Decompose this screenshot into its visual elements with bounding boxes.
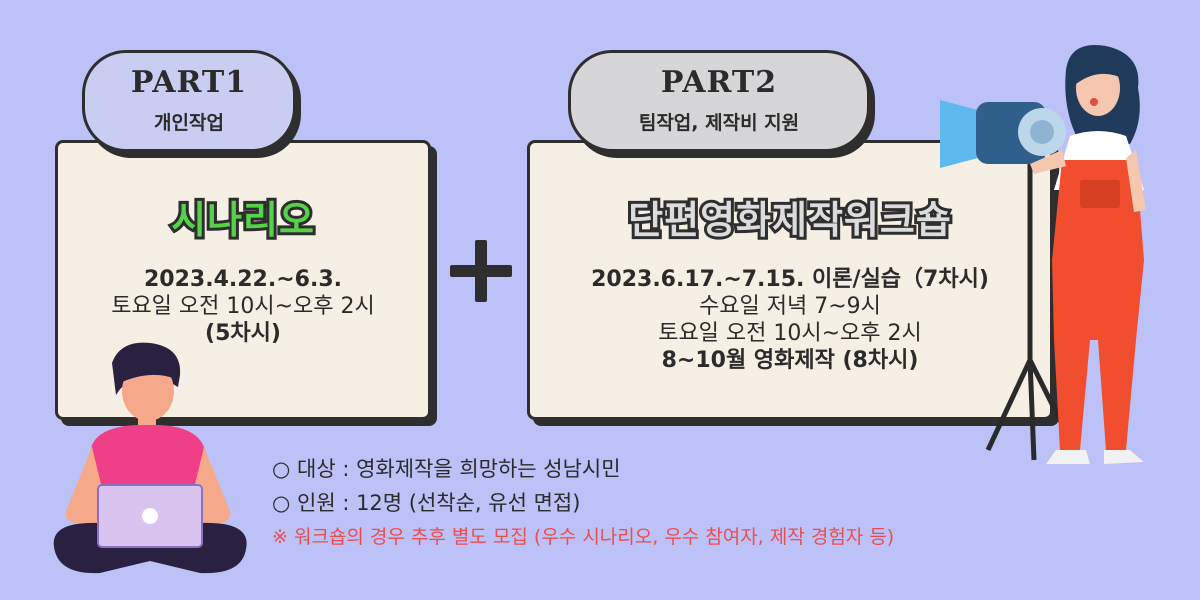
person-laptop-illustration bbox=[53, 342, 247, 574]
info-block: ○ 대상 : 영화제작을 희망하는 성남시민 ○ 인원 : 12명 (선착순, … bbox=[272, 452, 894, 554]
woman-spotlight-illustration bbox=[940, 45, 1146, 464]
info-target: ○ 대상 : 영화제작을 희망하는 성남시민 bbox=[272, 457, 621, 481]
part1-heading: 시나리오 bbox=[168, 195, 317, 245]
part2-weekday-time: 수요일 저녁 7~9시 bbox=[699, 294, 881, 319]
part2-subtitle: 팀작업, 제작비 지원 bbox=[638, 112, 800, 134]
part1-subtitle: 개인작업 bbox=[154, 112, 224, 134]
part2-date: 2023.6.17.~7.15. 이론/실습（7차시) bbox=[591, 267, 989, 292]
part1-date: 2023.4.22.~6.3. bbox=[144, 267, 342, 292]
part1-time: 토요일 오전 10시~오후 2시 bbox=[111, 294, 375, 319]
part2-card: 단편영화제작워크숍 2023.6.17.~7.15. 이론/실습（7차시) 수요… bbox=[527, 140, 1053, 420]
plus-icon bbox=[450, 240, 512, 302]
part2-production: 8~10월 영화제작 (8차시) bbox=[661, 348, 919, 373]
info-capacity: ○ 인원 : 12명 (선착순, 유선 면접) bbox=[272, 491, 581, 515]
info-note: ※ 워크숍의 경우 추후 별도 모집 (우수 시나리오, 우수 참여자, 제작 … bbox=[272, 526, 895, 548]
part1-sessions: (5차시) bbox=[205, 321, 281, 346]
part2-title: PART2 bbox=[660, 65, 778, 100]
part2-heading: 단편영화제작워크숍 bbox=[625, 195, 954, 245]
part1-title: PART1 bbox=[130, 65, 248, 100]
part2-tab: PART2 팀작업, 제작비 지원 bbox=[568, 50, 870, 152]
part1-tab: PART1 개인작업 bbox=[82, 50, 296, 152]
part2-weekend-time: 토요일 오전 10시~오후 2시 bbox=[658, 321, 922, 346]
